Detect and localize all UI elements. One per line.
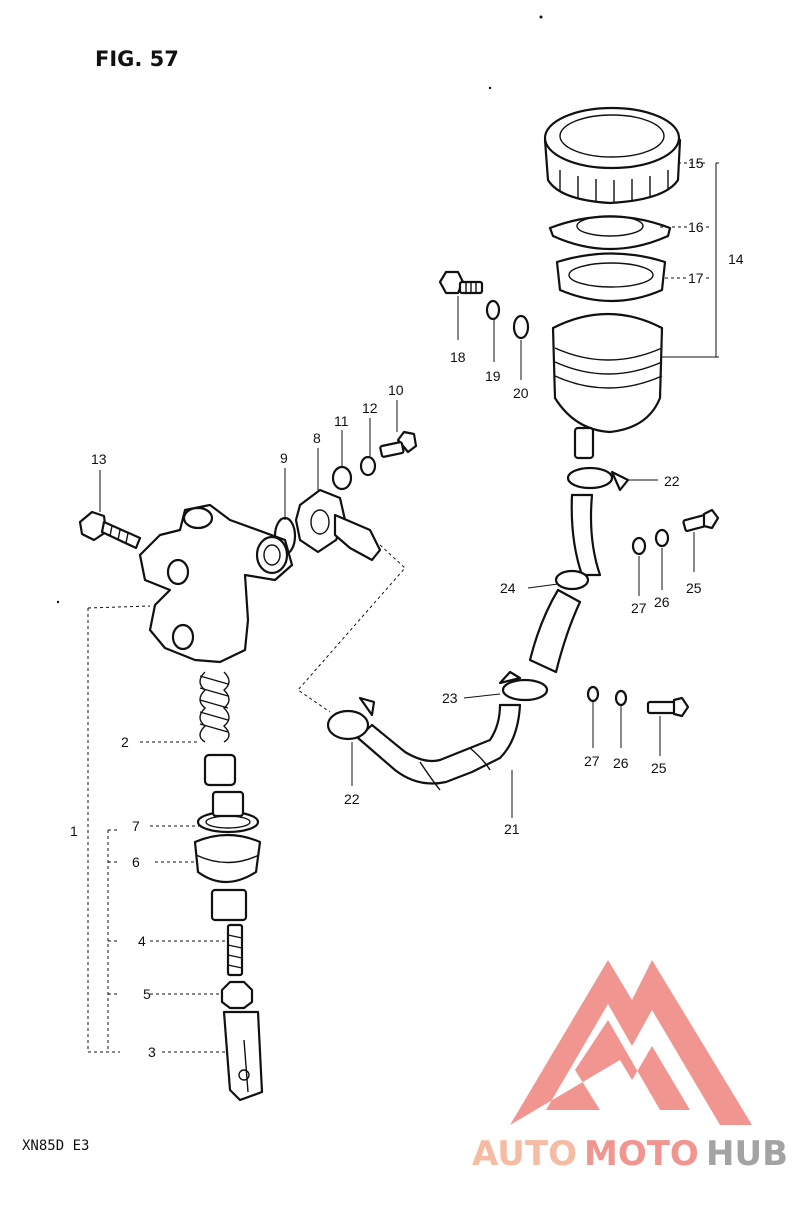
reservoir-plate (548, 215, 672, 251)
screw-18 (438, 270, 484, 295)
part-label-20: 20 (513, 385, 529, 401)
boot-6 (193, 833, 262, 922)
speck (539, 15, 543, 19)
washer-27-upper (631, 536, 647, 556)
part-label-1: 1 (70, 823, 78, 839)
part-label-27-lower: 27 (584, 753, 600, 769)
washer-11 (331, 465, 353, 491)
part-label-25-lower: 25 (651, 760, 667, 776)
part-label-12: 12 (362, 400, 378, 416)
washer-19 (485, 299, 501, 321)
bolt-25-lower (646, 696, 690, 718)
part-label-10: 10 (388, 382, 404, 398)
part-label-11: 11 (334, 413, 349, 429)
part-label-23: 23 (442, 690, 458, 706)
speck (488, 86, 492, 90)
logo-text-moto: MOTO (584, 1134, 699, 1174)
leader-lines (87, 162, 722, 1053)
part-label-17: 17 (688, 270, 704, 286)
part-label-19: 19 (485, 368, 501, 384)
part-label-14: 14 (728, 251, 744, 267)
bolt-25-upper (682, 508, 720, 533)
part-label-21: 21 (504, 821, 520, 837)
clamp-23 (498, 670, 549, 702)
part-label-24: 24 (500, 580, 516, 596)
clevis-3 (222, 1010, 264, 1102)
part-label-6: 6 (132, 854, 140, 870)
part-label-27-upper: 27 (631, 600, 647, 616)
part-label-26-upper: 26 (654, 594, 670, 610)
part-label-22-upper: 22 (664, 473, 680, 489)
logo-triangle-mark (510, 960, 752, 1125)
washer-12 (359, 455, 377, 477)
part-label-9: 9 (280, 450, 288, 466)
screw-10 (379, 430, 418, 458)
washer-20 (512, 314, 530, 340)
nut-5 (220, 980, 254, 1010)
hose-upper (528, 466, 630, 674)
logo-text-auto: AUTO (472, 1134, 577, 1174)
master-cylinder-body (138, 503, 294, 664)
spring-2 (199, 671, 237, 787)
part-label-8: 8 (313, 430, 321, 446)
part-label-3: 3 (148, 1044, 156, 1060)
part-label-7: 7 (132, 818, 140, 834)
speck (56, 600, 60, 604)
part-label-25-upper: 25 (686, 580, 702, 596)
washer-26-upper (654, 528, 670, 548)
part-label-13: 13 (91, 451, 107, 467)
watermark-logo: AUTO MOTO HUB (472, 960, 788, 1174)
pushrod-4 (226, 923, 244, 977)
model-code: XN85D E3 (22, 1138, 89, 1154)
part-label-22-lower: 22 (344, 791, 360, 807)
part-label-2: 2 (121, 734, 129, 750)
hose-fitting-8 (294, 488, 382, 562)
part-label-26-lower: 26 (613, 755, 629, 771)
reservoir-cap (543, 106, 682, 205)
logo-text-hub: HUB (706, 1134, 788, 1174)
bolt-13 (78, 510, 142, 550)
washer-27-lower (586, 685, 600, 703)
washer-26-lower (614, 689, 628, 707)
figure-title: FIG. 57 (95, 47, 179, 71)
part-labels: 1 2 3 4 5 6 7 8 9 10 11 12 13 14 15 16 1… (70, 155, 744, 1060)
part-label-15: 15 (688, 155, 704, 171)
part-label-5: 5 (143, 986, 151, 1002)
circlip-7 (196, 790, 260, 834)
reservoir-diaphragm (555, 252, 667, 303)
reservoir-body (551, 313, 664, 460)
hose-lower (326, 696, 522, 791)
part-label-4: 4 (138, 933, 146, 949)
part-label-18: 18 (450, 349, 466, 365)
part-label-16: 16 (688, 219, 704, 235)
